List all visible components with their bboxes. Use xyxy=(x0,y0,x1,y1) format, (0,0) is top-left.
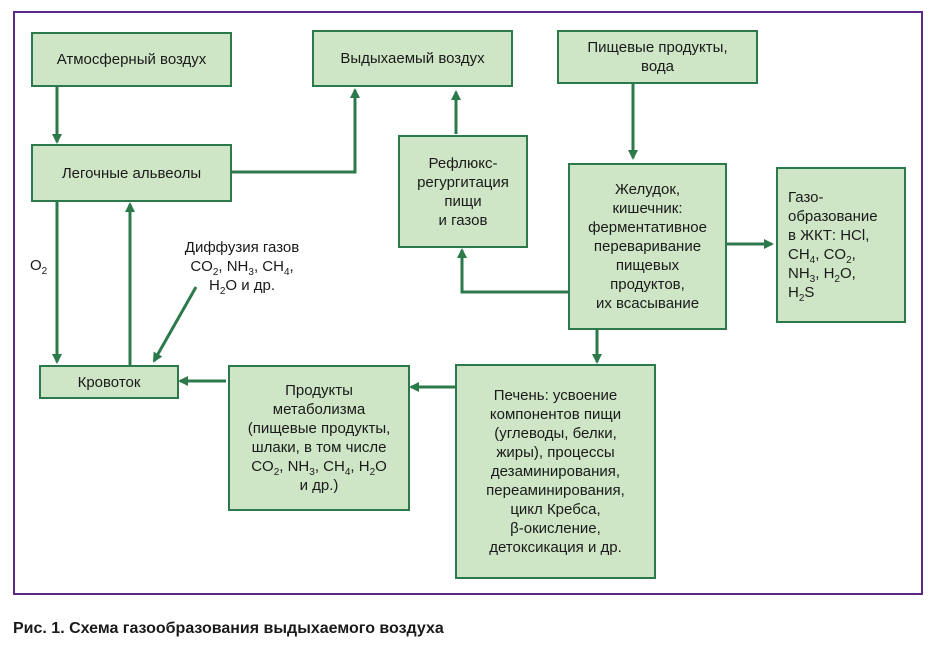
gas-line-6-b: S xyxy=(804,284,815,301)
diffusion-line-1: Диффузия газов xyxy=(184,239,300,256)
metab-line-5-b: , NH xyxy=(279,458,310,475)
metab-line-5-c-sub: 4 xyxy=(344,467,351,478)
metab-line-5-d-sub: 2 xyxy=(369,467,376,478)
box-bloodflow: Кровоток xyxy=(39,365,179,399)
gas-line-5-c: O, xyxy=(839,265,856,282)
diff-3-a-sub: 2 xyxy=(219,286,226,297)
figure-caption: Рис. 1. Схема газообразования выдыхаемог… xyxy=(13,620,444,637)
metab-line-6: и др.) xyxy=(299,477,339,494)
metab-line-5-a-sub: 2 xyxy=(273,467,280,478)
gas-line-5-b-sub: 2 xyxy=(834,274,840,285)
gas-line-5-b: , H xyxy=(815,265,835,282)
gas-line-4-b: , CO xyxy=(815,246,847,263)
diffusion-line-3: H2O и др. xyxy=(166,276,318,297)
metab-line-5-c: , CH xyxy=(314,458,345,475)
box-bloodflow-text: Кровоток xyxy=(77,373,141,391)
o2-label-a: O xyxy=(30,257,42,274)
box-atmospheric-air-text: Атмосферный воздух xyxy=(56,51,207,68)
o2-label-sub: 2 xyxy=(41,266,48,277)
box-stomach: Желудок, кишечник: ферментативное перева… xyxy=(568,163,727,330)
gas-line-6: H2S xyxy=(788,283,878,304)
box-alveoli: Легочные альвеолы xyxy=(31,144,232,202)
diff-3-a: H xyxy=(208,277,220,294)
arrow-diffusion xyxy=(152,286,198,363)
diff-2-c: , CH xyxy=(253,258,284,275)
gas-line-4: CH4, CO2, xyxy=(788,245,878,266)
metab-line-2: метаболизма xyxy=(272,401,366,418)
gas-line-5-a-sub: 3 xyxy=(809,274,816,285)
o2-label: O2 xyxy=(30,256,48,277)
box-gas-formation-text: Газо- образование в ЖКТ: HCl, CH4, CO2, … xyxy=(788,188,878,304)
box-stomach-text: Желудок, кишечник: ферментативное перева… xyxy=(588,181,707,312)
metab-line-5-d: , H xyxy=(350,458,370,475)
box-metabolism-text: Продукты метаболизма (пищевые продукты, … xyxy=(248,381,391,495)
metab-line-5-e: O xyxy=(375,458,387,475)
metab-line-3: (пищевые продукты, xyxy=(247,420,391,437)
diagram-frame xyxy=(13,11,923,595)
box-food-water-text: Пищевые продукты, вода xyxy=(587,39,728,75)
gas-line-1: Газо- xyxy=(788,189,824,206)
metab-line-1: Продукты xyxy=(285,382,353,399)
gas-line-6-a-sub: 2 xyxy=(798,293,805,304)
box-exhaled-air-text: Выдыхаемый воздух xyxy=(340,50,485,67)
gas-line-3: в ЖКТ: HCl, xyxy=(788,227,870,244)
diff-2-c-sub: 4 xyxy=(283,267,290,278)
metab-line-5-a: CO xyxy=(251,458,274,475)
diff-2-a: CO xyxy=(190,258,213,275)
metab-line-4: шлаки, в том числе xyxy=(251,439,387,456)
box-liver-text: Печень: усвоение компонентов пищи (углев… xyxy=(486,387,625,556)
gas-line-5: NH3, H2O, xyxy=(788,264,878,285)
diffusion-line-2: CO2, NH3, CH4, xyxy=(166,257,318,278)
gas-line-4-c: , xyxy=(851,246,856,263)
box-alveoli-text: Легочные альвеолы xyxy=(61,164,202,182)
diff-2-b: , NH xyxy=(218,258,249,275)
metab-line-5: CO2, NH3, CH4, H2O xyxy=(248,457,391,478)
gas-line-4-a-sub: 4 xyxy=(809,255,816,266)
box-food-water: Пищевые продукты, вода xyxy=(557,30,758,84)
arrow-alveoli-to-exhaled xyxy=(232,88,360,174)
gas-line-6-a: H xyxy=(788,284,799,301)
gas-line-5-a: NH xyxy=(788,265,810,282)
diff-2-b-sub: 3 xyxy=(248,267,254,278)
box-exhaled-air: Выдыхаемый воздух xyxy=(312,30,513,87)
diff-2-a-sub: 2 xyxy=(212,267,219,278)
box-gas-formation: Газо- образование в ЖКТ: HCl, CH4, CO2, … xyxy=(776,167,906,323)
box-liver: Печень: усвоение компонентов пищи (углев… xyxy=(455,364,656,579)
box-metabolism: Продукты метаболизма (пищевые продукты, … xyxy=(228,365,410,511)
gas-line-4-b-sub: 2 xyxy=(846,255,852,266)
diffusion-label: Диффузия газов CO2, NH3, CH4, H2O и др. xyxy=(166,238,318,297)
gas-line-2: образование xyxy=(788,208,878,225)
metab-line-5-b-sub: 3 xyxy=(309,467,315,478)
box-reflux: Рефлюкс- регургитация пищи и газов xyxy=(398,135,528,248)
diff-2-d: , xyxy=(289,258,294,275)
box-atmospheric-air: Атмосферный воздух xyxy=(31,32,232,87)
arrow-stomach-to-reflux xyxy=(457,248,570,294)
gas-line-4-a: CH xyxy=(788,246,810,263)
diff-3-b: O и др. xyxy=(225,277,276,294)
box-reflux-text: Рефлюкс- регургитация пищи и газов xyxy=(417,154,509,229)
